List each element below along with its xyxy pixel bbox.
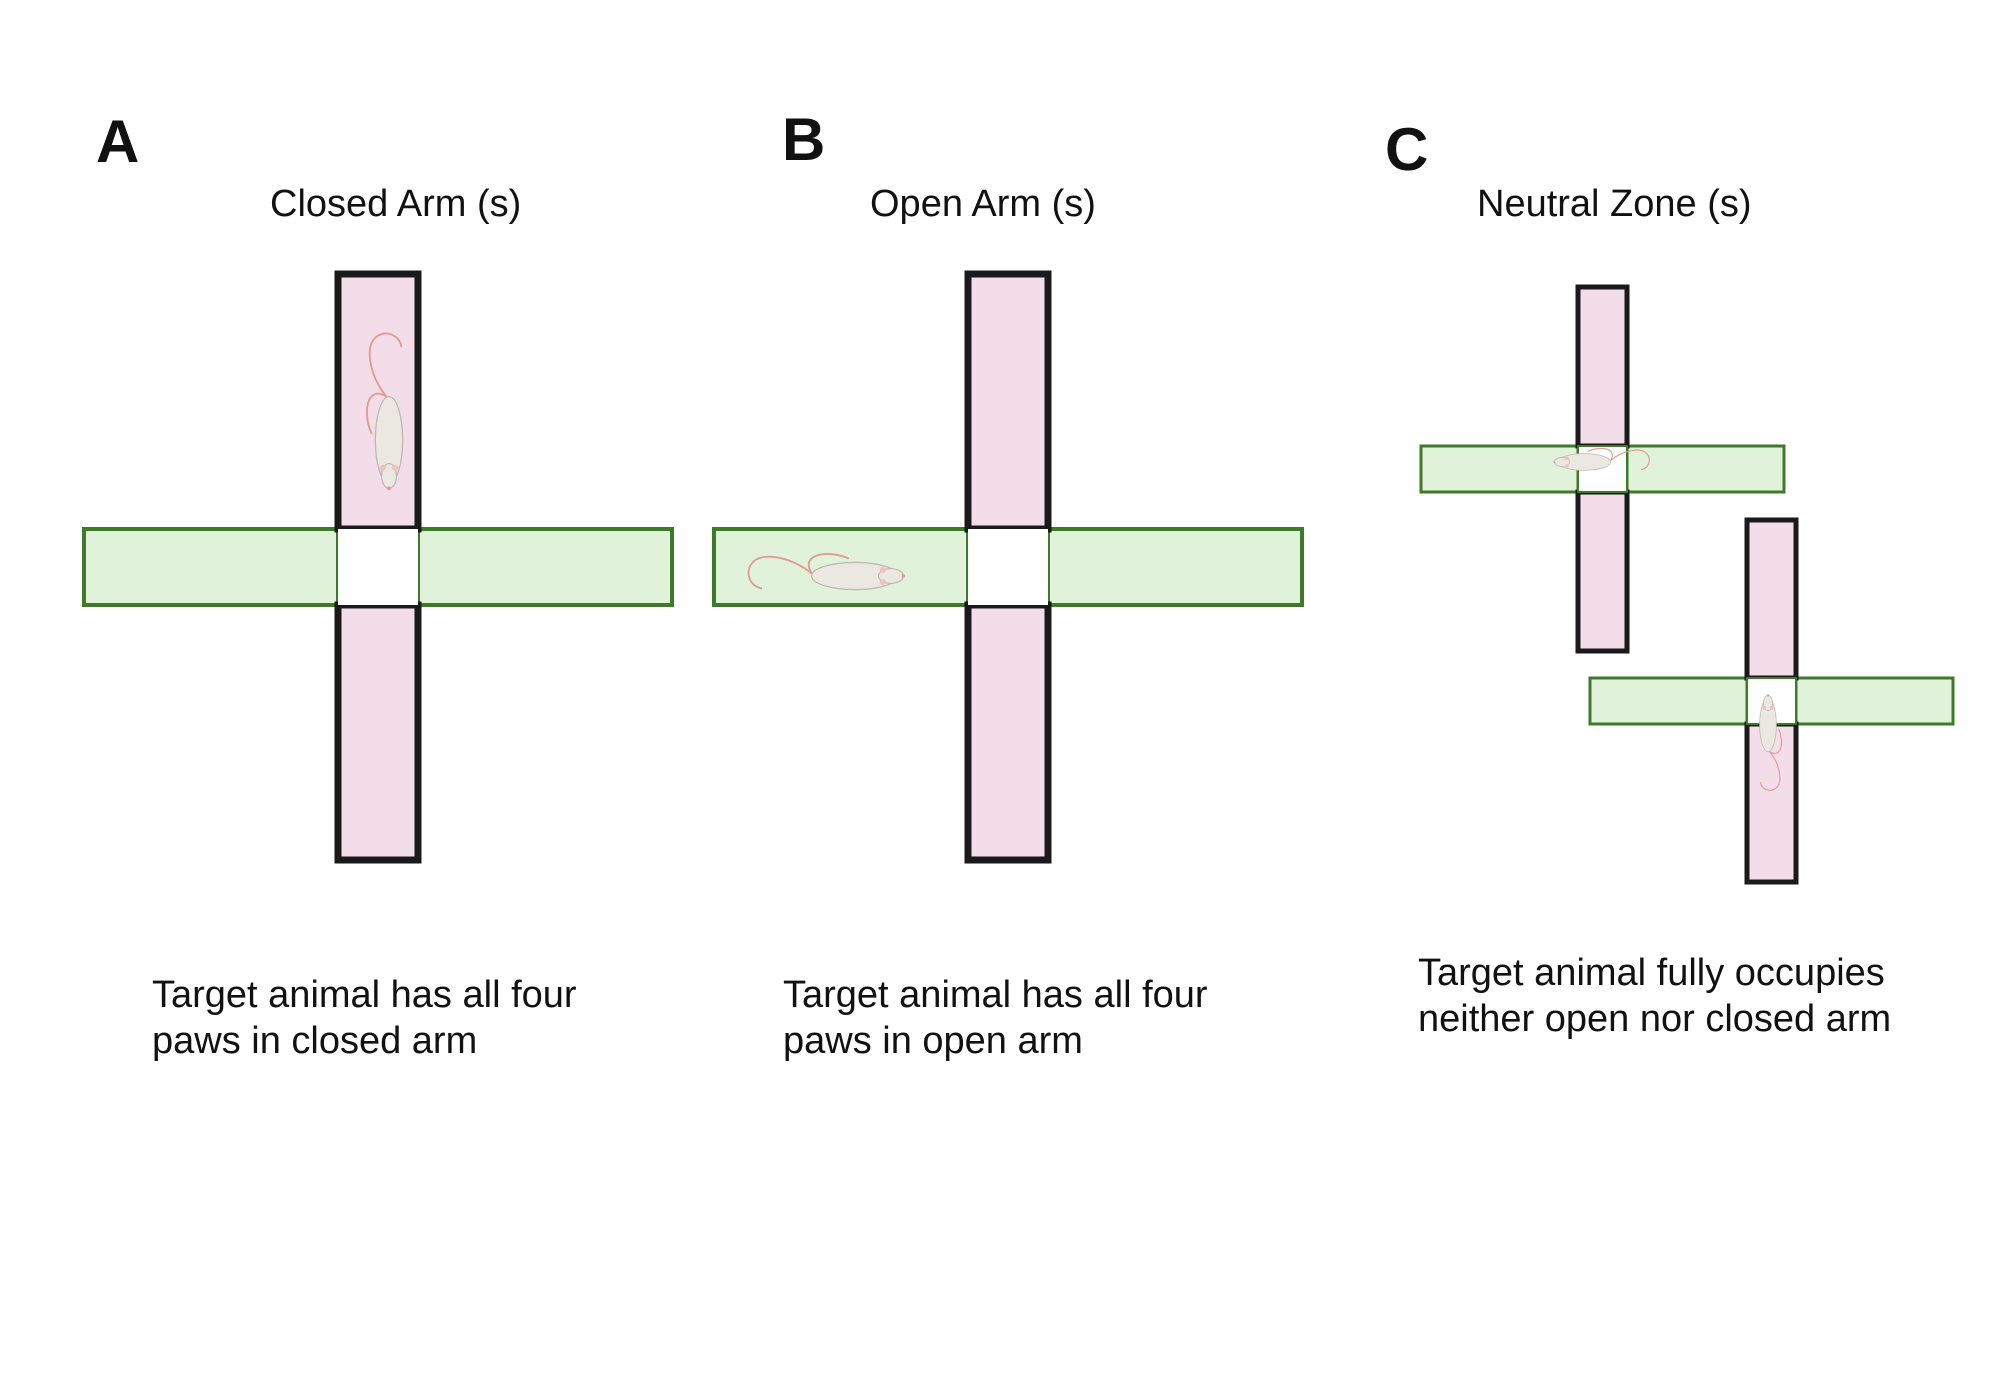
caption-line: neither open nor closed arm [1418,998,1892,1041]
maze-c-upper [1419,284,1786,654]
panel-caption-c: Target animal fully occupies neither ope… [1418,950,1891,1043]
open-arm-right [1625,444,1786,494]
center-zone [968,529,1048,605]
caption-line: paws in open arm [783,1020,1083,1063]
panel-letter-b: B [782,106,826,173]
panel-caption-a: Target animal has all four paws in close… [152,972,577,1065]
panel-letter-c: C [1385,116,1429,183]
caption-line: Target animal fully occupies [1418,952,1885,994]
center-zone [338,529,418,605]
caption-line: paws in closed arm [152,1020,478,1063]
maze-c-lower [1588,517,1955,885]
closed-arm-bottom [1575,489,1630,654]
caption-line: Target animal has all four [783,974,1208,1016]
open-arm-right [416,527,674,607]
closed-arm-top [1575,284,1630,449]
open-arm-right [1046,527,1304,607]
maze-b [712,270,1304,864]
closed-arm-top [964,270,1052,533]
caption-line: Target animal has all four [152,974,577,1016]
panel-title-c: Neutral Zone (s) [1477,183,1752,225]
open-arm-left [1419,444,1580,494]
maze-a [82,270,674,864]
panel-title-b: Open Arm (s) [870,183,1096,225]
panel-title-a: Closed Arm (s) [270,183,522,225]
panel-caption-b: Target animal has all four paws in open … [783,972,1208,1065]
closed-arm-bottom [964,601,1052,864]
open-arm-left [1588,676,1749,726]
open-arm-left [82,527,340,607]
closed-arm-bottom [334,601,422,864]
panel-letter-a: A [96,108,140,175]
closed-arm-top [1744,517,1799,681]
open-arm-right [1794,676,1955,726]
closed-arm-top [334,270,422,533]
